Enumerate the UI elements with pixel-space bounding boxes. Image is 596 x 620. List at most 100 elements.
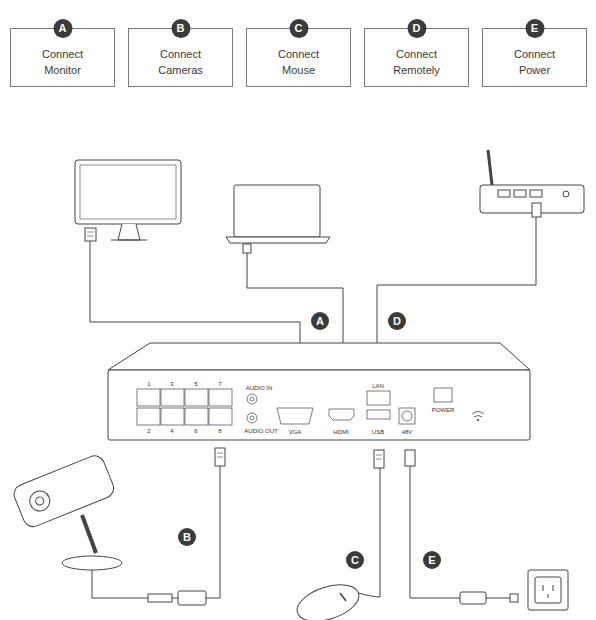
bullet-camera bbox=[27, 488, 53, 514]
lan-cable bbox=[372, 203, 541, 362]
power-adapter bbox=[486, 598, 510, 599]
nvr-recorder bbox=[108, 370, 530, 440]
port-label: 6 bbox=[194, 428, 197, 435]
mouse bbox=[293, 578, 364, 620]
callout-letter: A bbox=[53, 19, 72, 38]
nvr-recorder bbox=[472, 412, 484, 421]
port-label: 3 bbox=[170, 381, 173, 388]
camera-cable bbox=[92, 570, 148, 598]
port-label: 4 bbox=[170, 428, 173, 435]
step-box: EConnect Power bbox=[482, 28, 587, 87]
nvr-recorder bbox=[185, 408, 208, 425]
nvr-recorder bbox=[108, 343, 530, 370]
nvr-recorder bbox=[161, 389, 184, 406]
camera-cable bbox=[217, 453, 223, 457]
nvr-recorder bbox=[247, 394, 257, 404]
port-label: LAN bbox=[372, 383, 384, 390]
hdmi-cable bbox=[85, 228, 306, 362]
nvr-recorder bbox=[209, 389, 232, 406]
power-adapter bbox=[405, 450, 415, 466]
nvr-recorder bbox=[137, 389, 160, 406]
laptop bbox=[234, 185, 320, 237]
nvr-recorder bbox=[329, 409, 354, 420]
port-label: 5 bbox=[194, 381, 197, 388]
port-label: 7 bbox=[218, 381, 221, 388]
mouse bbox=[376, 455, 382, 459]
bullet-camera bbox=[11, 453, 116, 530]
bullet-camera bbox=[35, 496, 45, 506]
nvr-recorder bbox=[108, 343, 530, 440]
port-label: 2 bbox=[147, 428, 150, 435]
port-label: 1 bbox=[147, 381, 150, 388]
callout-letter: E bbox=[423, 551, 441, 569]
power-adapter bbox=[460, 592, 486, 604]
power-outlet bbox=[543, 585, 553, 598]
power-adapter bbox=[410, 466, 460, 598]
nvr-recorder bbox=[277, 408, 313, 424]
nvr-recorder bbox=[161, 408, 184, 425]
bullet-camera bbox=[62, 556, 122, 570]
nvr-recorder bbox=[250, 416, 254, 420]
nvr-recorder bbox=[434, 388, 452, 402]
laptop bbox=[226, 237, 330, 243]
port-label: POWER bbox=[432, 407, 455, 414]
nvr-recorder bbox=[477, 419, 479, 421]
step-box: BConnect Cameras bbox=[128, 28, 233, 87]
camera-cable bbox=[92, 448, 225, 605]
mouse bbox=[374, 450, 384, 468]
router bbox=[498, 190, 510, 197]
camera-cable bbox=[206, 466, 220, 598]
callout-letter: D bbox=[407, 19, 426, 38]
callout-letter: C bbox=[346, 551, 364, 569]
bullet-camera bbox=[82, 515, 96, 553]
mouse bbox=[293, 450, 384, 620]
nvr-recorder bbox=[137, 388, 452, 425]
hdmi-cable bbox=[90, 241, 300, 348]
monitor bbox=[75, 160, 181, 240]
step-label: Connect Remotely bbox=[387, 46, 447, 78]
callout-letter: A bbox=[311, 312, 329, 330]
nvr-recorder bbox=[472, 412, 484, 415]
monitor bbox=[80, 165, 176, 219]
laptop bbox=[226, 185, 330, 243]
router bbox=[563, 191, 569, 197]
router bbox=[488, 150, 492, 185]
hdmi-cable bbox=[85, 228, 96, 241]
lan-cable bbox=[532, 203, 541, 217]
power-outlet bbox=[528, 570, 568, 610]
callout-letter: B bbox=[171, 19, 190, 38]
callout-letter: C bbox=[289, 19, 308, 38]
port-label: VGA bbox=[289, 429, 302, 436]
nvr-recorder bbox=[402, 411, 412, 421]
hdmi-cable bbox=[87, 232, 94, 236]
router bbox=[530, 190, 542, 197]
callout-letter: D bbox=[388, 312, 406, 330]
laptop-cable bbox=[247, 253, 343, 348]
monitor bbox=[111, 240, 147, 241]
nvr-recorder bbox=[367, 410, 390, 419]
port-label: USB bbox=[372, 429, 384, 436]
power-adapter bbox=[510, 594, 518, 602]
step-label: Connect Cameras bbox=[151, 46, 211, 78]
nvr-recorder bbox=[399, 408, 415, 424]
mouse bbox=[355, 468, 380, 597]
lan-cable bbox=[377, 217, 536, 348]
callout-letter: B bbox=[178, 528, 196, 546]
nvr-recorder bbox=[185, 389, 208, 406]
power-outlet bbox=[535, 577, 561, 603]
step-box: CConnect Mouse bbox=[246, 28, 351, 87]
nvr-recorder bbox=[247, 413, 257, 423]
nvr-recorder bbox=[250, 397, 254, 401]
port-label: 8 bbox=[218, 428, 221, 435]
camera-cable bbox=[215, 448, 225, 466]
laptop-cable bbox=[243, 244, 251, 253]
port-label: HDMI bbox=[333, 429, 348, 436]
port-label: AUDIO IN bbox=[246, 385, 273, 392]
nvr-recorder bbox=[367, 391, 390, 405]
bullet-camera bbox=[11, 453, 122, 570]
nvr-recorder bbox=[137, 408, 160, 425]
camera-cable bbox=[178, 591, 206, 605]
monitor bbox=[75, 160, 181, 224]
camera-cable bbox=[172, 598, 178, 599]
nvr-recorder bbox=[209, 408, 232, 425]
